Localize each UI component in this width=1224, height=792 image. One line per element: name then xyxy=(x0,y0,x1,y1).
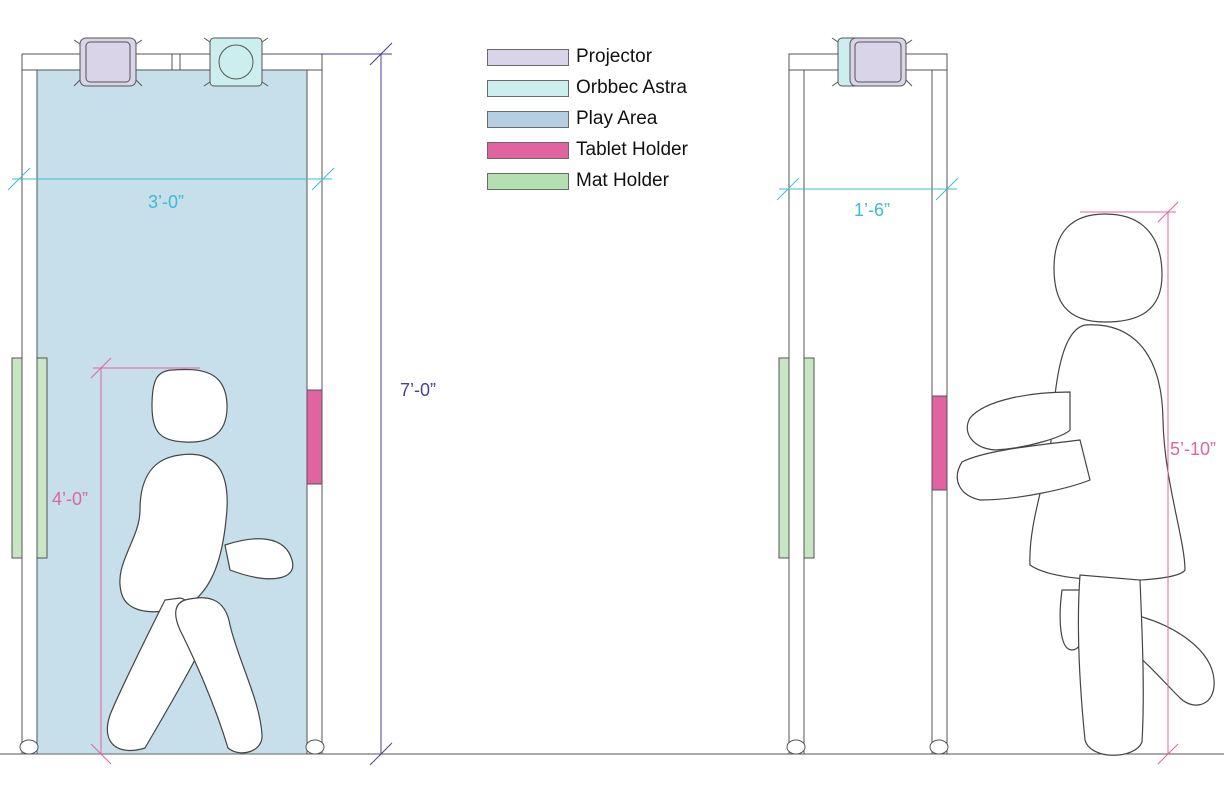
post-foot xyxy=(305,739,325,755)
orbbec-astra-swatch xyxy=(487,80,569,97)
projector-device xyxy=(849,37,913,87)
mat-holder xyxy=(11,357,23,559)
mat-holder xyxy=(803,357,815,559)
adult-height-dimension xyxy=(1080,201,1179,765)
post-foot xyxy=(19,739,39,755)
side-depth-label: 1’-6” xyxy=(854,200,890,220)
tablet-holder xyxy=(306,389,323,485)
projector-swatch xyxy=(487,49,569,66)
adult-figure xyxy=(956,213,1215,756)
side-left-post xyxy=(788,53,805,755)
front-height-label: 7’-0” xyxy=(400,380,436,400)
play-area-swatch xyxy=(487,111,569,128)
legend-label: Mat Holder xyxy=(576,170,669,191)
mat-holder xyxy=(778,357,790,559)
legend-label: Tablet Holder xyxy=(576,139,688,160)
projector-device xyxy=(73,37,143,87)
child-height-dimension xyxy=(90,357,200,765)
child-height-label: 4’-0” xyxy=(52,489,88,509)
front-width-dimension xyxy=(7,167,335,191)
adult-height-label: 5’-10” xyxy=(1170,439,1216,459)
legend-label: Orbbec Astra xyxy=(576,77,687,98)
orbbec-astra-sensor xyxy=(203,37,269,87)
front-width-label: 3’-0” xyxy=(148,192,184,212)
front-height-dimension xyxy=(322,42,393,766)
legend-label: Projector xyxy=(576,46,653,67)
tablet-holder xyxy=(931,395,948,491)
mat-holder-swatch xyxy=(487,173,569,190)
legend-label: Play Area xyxy=(576,108,658,129)
child-figure xyxy=(106,368,294,754)
mat-holder xyxy=(36,357,48,559)
left-post xyxy=(21,53,38,755)
front-view: 3’-0” 7’-0” 4’-0” xyxy=(7,37,436,766)
side-view: 1’-6” 5’-10” xyxy=(776,37,1216,765)
post-foot xyxy=(929,739,949,755)
tablet-holder-swatch xyxy=(487,142,569,159)
side-depth-dimension xyxy=(776,177,959,201)
post-foot xyxy=(786,739,806,755)
